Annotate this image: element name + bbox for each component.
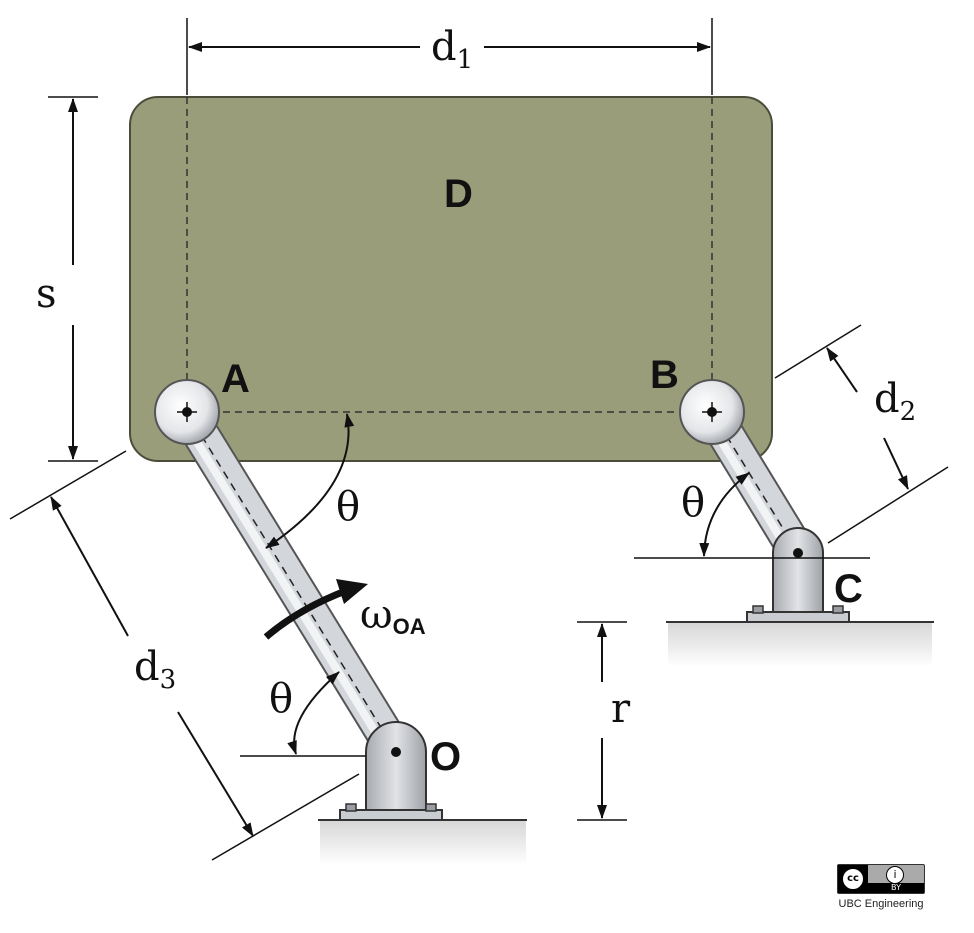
angle-arc-a	[265, 413, 355, 549]
label-theta-o: θ	[269, 676, 293, 722]
dim-d2-arrow-bottom	[883, 437, 909, 490]
angle-arc-o	[287, 671, 340, 755]
dim-d2-ext-bottom	[827, 466, 949, 544]
omega-arrow	[263, 586, 350, 640]
link-oa-centerline	[186, 411, 397, 753]
credit-name: UBC Engineering	[838, 898, 924, 910]
ground-right	[668, 622, 932, 667]
label-r: r	[611, 686, 631, 732]
by-label: BY	[868, 883, 924, 893]
dim-d2-ext-top	[774, 324, 862, 379]
label-d3: d3	[134, 644, 176, 695]
dim-d3-arrow-bottom	[177, 711, 254, 837]
cc-icon: cc	[842, 868, 864, 890]
omega-arrowhead	[336, 579, 368, 604]
label-omega-oa: ωOA	[360, 592, 426, 639]
label-s: s	[36, 271, 57, 317]
plate-d	[129, 96, 773, 462]
dim-d3-ext-bottom	[211, 773, 360, 861]
support-o	[339, 721, 443, 821]
support-c	[746, 527, 850, 623]
cc-badge-left: cc	[838, 865, 868, 893]
pin-a	[154, 379, 220, 445]
attribution-icon: i	[886, 866, 904, 884]
dim-d3-ext-top	[9, 450, 127, 520]
pin-b	[679, 379, 745, 445]
label-c: C	[834, 567, 863, 611]
link-oa-highlight	[177, 413, 394, 759]
cc-by-badge: cc i BY	[837, 864, 925, 894]
label-d: D	[444, 172, 473, 216]
dim-d3-arrow-top	[50, 496, 129, 637]
label-b: B	[650, 353, 679, 397]
license-credit: cc i BY UBC Engineering	[835, 864, 927, 910]
angle-arc-c	[699, 472, 750, 557]
label-d2: d2	[874, 376, 916, 427]
label-o: O	[430, 735, 461, 779]
label-a: A	[221, 357, 250, 401]
label-d1: d1	[431, 24, 473, 75]
dim-d2-arrow-top	[826, 347, 858, 393]
label-theta-a: θ	[336, 484, 360, 530]
label-theta-c: θ	[681, 480, 705, 526]
ground-left	[320, 820, 526, 865]
